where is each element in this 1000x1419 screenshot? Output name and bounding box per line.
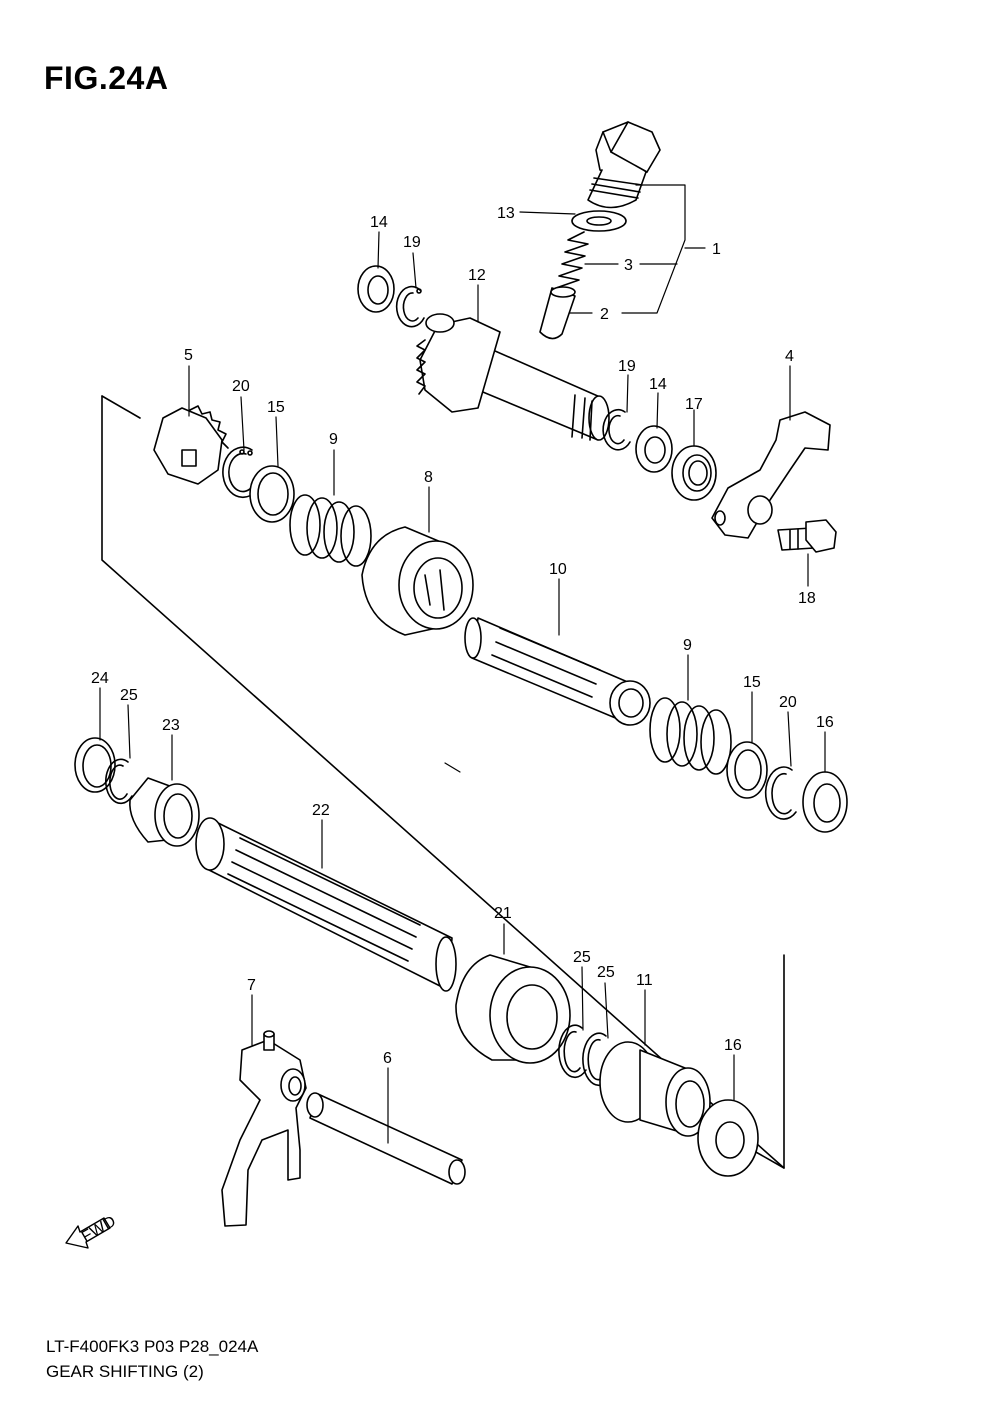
callout-1: 1 (712, 241, 721, 258)
callout-9-lower: 9 (683, 637, 692, 654)
callout-11: 11 (636, 972, 653, 989)
callout-14-right: 14 (649, 376, 667, 393)
fwd-arrow-icon: FWD (65, 1213, 119, 1249)
washer-15-upper (249, 465, 295, 523)
bushing-23 (129, 777, 200, 847)
bushing-11 (599, 1041, 711, 1137)
washer-14-right (635, 425, 673, 473)
callout-6: 6 (383, 1050, 392, 1067)
washer-14-top (357, 265, 395, 313)
callout-19-top: 19 (403, 234, 421, 251)
callout-22: 22 (312, 802, 330, 819)
callout-15-lower: 15 (743, 674, 761, 691)
washer-15-lower (726, 741, 768, 799)
shift-drum-22 (195, 817, 457, 992)
washer-16-lower (697, 1099, 759, 1177)
callout-24: 24 (91, 670, 109, 687)
circlip-24 (74, 737, 116, 793)
callout-13: 13 (497, 205, 515, 222)
circlip-19-right (602, 409, 631, 451)
callout-17: 17 (685, 396, 703, 413)
callout-18: 18 (798, 590, 816, 607)
callout-25-left: 25 (120, 687, 138, 704)
callout-9-upper: 9 (329, 431, 338, 448)
shift-arm-4 (711, 411, 831, 539)
callout-5: 5 (184, 347, 193, 364)
fork-shaft-6 (306, 1092, 466, 1185)
callout-20-upper: 20 (232, 378, 250, 395)
callout-15-upper: 15 (267, 399, 285, 416)
circlip-25-left (105, 758, 133, 805)
pin-2 (539, 286, 576, 340)
callout-20-lower: 20 (779, 694, 797, 711)
shift-fork-7 (221, 1030, 307, 1227)
collar-21 (455, 954, 571, 1064)
circlip-19-top (395, 285, 425, 328)
fwd-label: FWD (79, 1213, 119, 1246)
callout-12: 12 (468, 267, 486, 284)
washer-13 (571, 210, 627, 232)
bearing-17 (671, 445, 717, 501)
callout-21: 21 (494, 905, 512, 922)
washer-16-upper (802, 771, 848, 833)
callout-19-right: 19 (618, 358, 636, 375)
bolt-18 (777, 519, 837, 553)
callout-16-upper: 16 (816, 714, 834, 731)
spring-3 (555, 231, 589, 289)
callout-23: 23 (162, 717, 180, 734)
callout-16-lower: 16 (724, 1037, 742, 1054)
callout-14-top: 14 (370, 214, 388, 231)
shaft-10 (464, 617, 651, 726)
figure-title: FIG.24A (44, 60, 169, 96)
diagram-code: LT-F400FK3 P03 P28_024A (46, 1337, 259, 1356)
callout-7: 7 (247, 977, 256, 994)
diagram-name: GEAR SHIFTING (2) (46, 1362, 204, 1381)
leader-lines (99, 184, 826, 1144)
spring-9-lower (649, 697, 732, 775)
callout-8: 8 (424, 469, 433, 486)
callout-10: 10 (549, 561, 567, 578)
circlip-20-upper (222, 446, 258, 499)
callout-4: 4 (785, 348, 794, 365)
callout-25-right-a: 25 (573, 949, 591, 966)
assembly-outline (101, 395, 785, 1169)
spring-9-upper (289, 494, 372, 567)
bolt-part (587, 121, 661, 209)
gear-shift-shaft-12 (416, 313, 610, 441)
callout-labels: 1 2 3 4 5 6 7 8 9 9 10 11 12 13 14 14 15… (91, 205, 834, 1067)
callout-2: 2 (600, 306, 609, 323)
collar-8 (361, 526, 474, 636)
callout-25-right-b: 25 (597, 964, 615, 981)
callout-3: 3 (624, 257, 633, 274)
gear-5 (153, 405, 229, 485)
circlip-20-lower (764, 766, 797, 820)
